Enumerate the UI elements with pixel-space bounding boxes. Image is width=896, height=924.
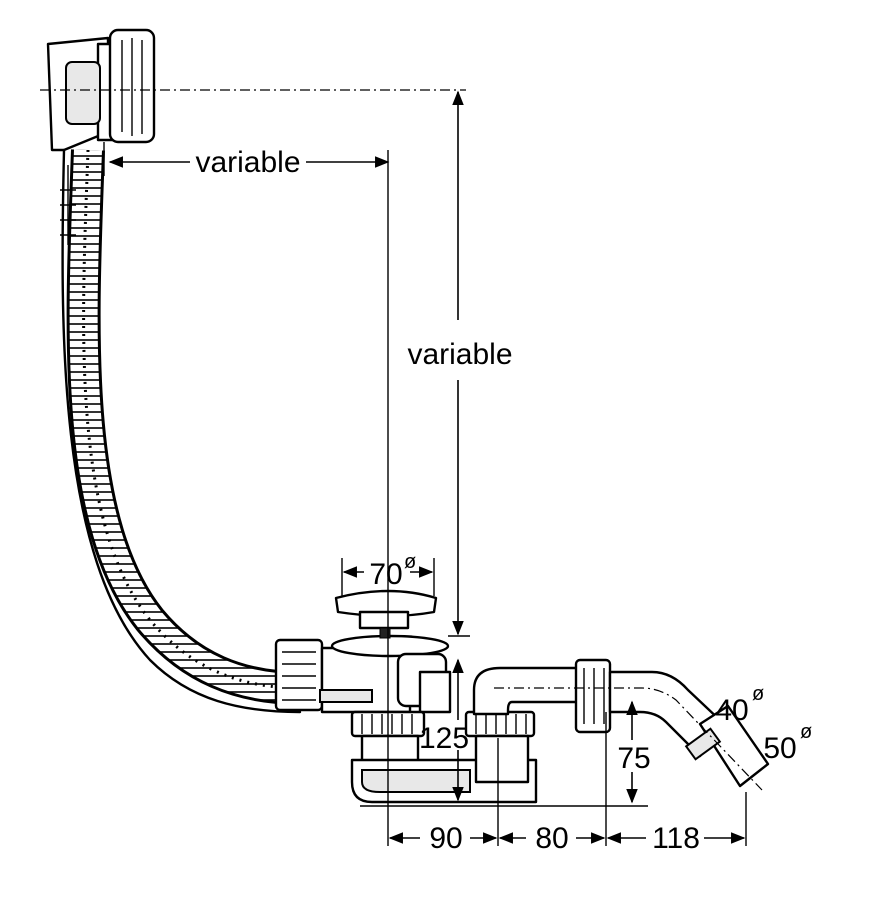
trap [350, 710, 538, 804]
label-outlet-diameter-40-symbol: ø [752, 683, 764, 705]
label-outlet-diameter-50: 50 [763, 732, 796, 765]
dimension-vertical-variable [448, 90, 470, 637]
overflow-hose [60, 148, 302, 714]
label-waste-diameter: 70 [369, 558, 402, 591]
waste-plug [334, 589, 438, 639]
dimension-height-outlet [360, 700, 648, 807]
dimension-bottom-widths [388, 712, 747, 846]
outlet-pipe [472, 658, 770, 791]
label-height-outlet: 75 [617, 742, 650, 775]
label-width-elbow: 80 [535, 822, 568, 855]
label-vertical-variable: variable [407, 338, 512, 371]
overflow-head [40, 28, 466, 152]
waste-body [274, 634, 452, 714]
label-width-outlet: 118 [652, 822, 700, 855]
dimension-waste-diameter [341, 558, 435, 596]
label-width-trap: 90 [429, 822, 462, 855]
label-height-waste: 125 [419, 722, 469, 755]
dimension-horizontal-variable [103, 142, 390, 846]
label-horizontal-variable: variable [195, 146, 300, 179]
label-outlet-diameter-40: 40 [715, 694, 748, 727]
label-waste-diameter-symbol: ø [404, 551, 416, 573]
label-outlet-diameter-50-symbol: ø [800, 721, 812, 743]
